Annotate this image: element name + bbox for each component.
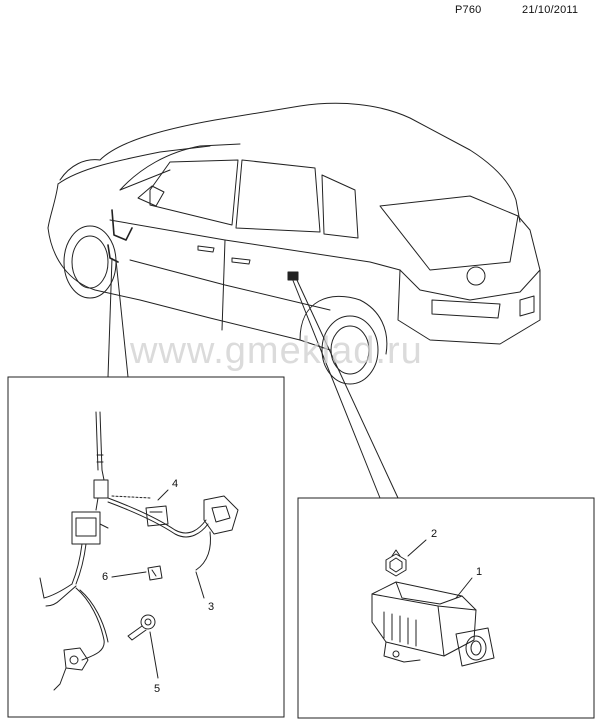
car-illustration [47, 102, 541, 385]
left-detail-panel [7, 376, 285, 718]
diagram-date: 21/10/2011 [522, 4, 579, 16]
callout-labels: 1 2 3 4 5 6 [102, 478, 482, 695]
left-panel-harness [39, 411, 239, 691]
right-panel-module [371, 539, 495, 667]
leader-lines [107, 257, 399, 499]
callout-1: 1 [476, 566, 482, 578]
callout-6: 6 [102, 571, 108, 583]
callout-5: 5 [154, 683, 160, 695]
callout-2: 2 [431, 528, 437, 540]
diagram-code: P760 [455, 4, 482, 16]
callout-4: 4 [172, 478, 178, 490]
callout-3: 3 [208, 601, 214, 613]
right-detail-panel [297, 497, 595, 719]
watermark-text: www.gmeklad.ru [129, 330, 423, 372]
